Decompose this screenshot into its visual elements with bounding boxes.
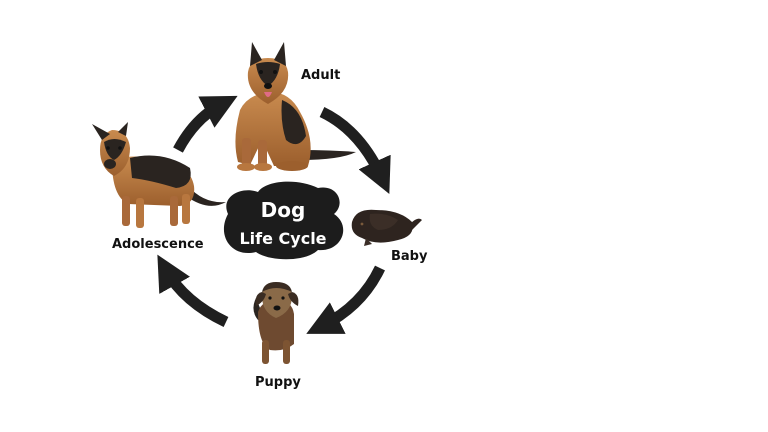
puppy-icon bbox=[253, 282, 299, 364]
center-title: Dog bbox=[261, 198, 306, 222]
adult-dog-icon bbox=[235, 42, 356, 171]
cycle-arrows bbox=[157, 95, 391, 334]
arrow-adolescence-to-adult bbox=[173, 95, 238, 153]
arrow-puppy-to-adolescence bbox=[157, 254, 229, 327]
center-subtitle: Life Cycle bbox=[239, 229, 326, 248]
center-blob-shape bbox=[223, 181, 344, 260]
newborn-puppy-icon bbox=[351, 209, 422, 246]
stage-label-puppy: Puppy bbox=[255, 375, 301, 390]
stage-label-baby: Baby bbox=[391, 249, 428, 264]
stage-label-adolescence: Adolescence bbox=[112, 237, 204, 252]
arrow-adult-to-baby bbox=[319, 107, 391, 194]
stage-label-adult: Adult bbox=[301, 68, 340, 83]
arrow-baby-to-puppy bbox=[306, 265, 385, 334]
adolescent-dog-icon bbox=[92, 122, 226, 228]
center-badge: Dog Life Cycle bbox=[223, 181, 344, 260]
